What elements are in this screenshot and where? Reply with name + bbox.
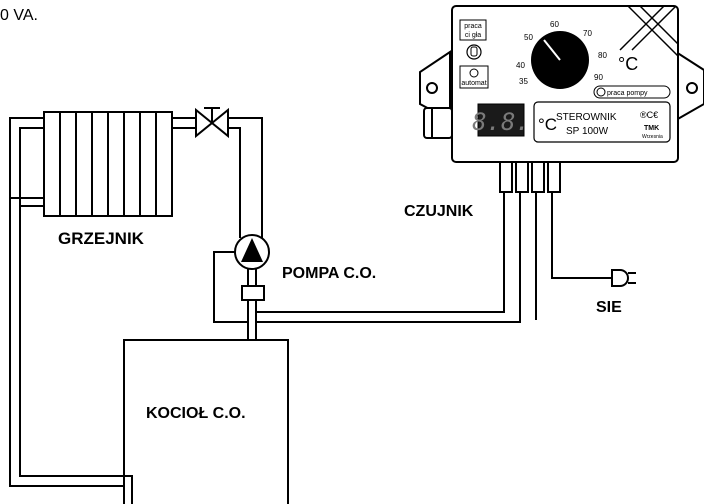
brand-line1: STEROWNIK xyxy=(556,112,617,123)
boiler xyxy=(123,339,289,504)
piping xyxy=(9,117,612,504)
hand-icon xyxy=(466,44,482,60)
pump-label: POMPA C.O. xyxy=(282,265,376,282)
led-display xyxy=(477,103,525,137)
dial-scale: 35 40 50 60 70 80 90 xyxy=(516,20,607,86)
svg-text:40: 40 xyxy=(516,61,525,70)
maker-logo: TMK xyxy=(644,125,659,132)
caption-fragment: 0 VA. xyxy=(0,7,38,24)
controller: praca ci gła automat 35 40 50 60 70 80 9… xyxy=(419,5,704,193)
plug-icon xyxy=(611,269,636,287)
svg-text:90: 90 xyxy=(594,73,603,82)
radiator-label: GRZEJNIK xyxy=(58,229,145,248)
cert-marks: ®C€ xyxy=(640,110,658,120)
svg-text:70: 70 xyxy=(583,29,592,38)
dial-unit: °C xyxy=(618,54,638,74)
maker-city: Wrzesnia xyxy=(642,134,663,140)
mode-button-continuous[interactable] xyxy=(459,19,487,41)
auto-label: automat xyxy=(461,80,486,87)
pump-flange xyxy=(241,285,265,301)
label-plate xyxy=(533,101,671,143)
pump-indicator xyxy=(593,85,671,99)
pump-indicator-label: praca pompy xyxy=(607,90,648,97)
svg-text:80: 80 xyxy=(598,51,607,60)
plate-degree-symbol: °C xyxy=(538,115,557,134)
valve-icon xyxy=(195,107,229,139)
brand-line2: SP 100W xyxy=(566,126,609,137)
cable-gland xyxy=(423,107,453,139)
pump-icon xyxy=(234,234,270,301)
display-value: 8.8. xyxy=(472,108,530,136)
radiator xyxy=(43,111,173,217)
mode-label-line1: praca xyxy=(464,23,482,30)
sensor-label: CZUJNIK xyxy=(404,203,474,220)
svg-text:60: 60 xyxy=(550,20,559,29)
svg-text:50: 50 xyxy=(524,33,533,42)
mode-label-line2: ci gła xyxy=(465,32,481,39)
boiler-label: KOCIOŁ C.O. xyxy=(146,405,246,422)
dial-pointer xyxy=(543,39,561,61)
svg-text:35: 35 xyxy=(519,77,528,86)
bottom-glands xyxy=(499,161,561,193)
mains-label: SIE xyxy=(596,299,622,316)
